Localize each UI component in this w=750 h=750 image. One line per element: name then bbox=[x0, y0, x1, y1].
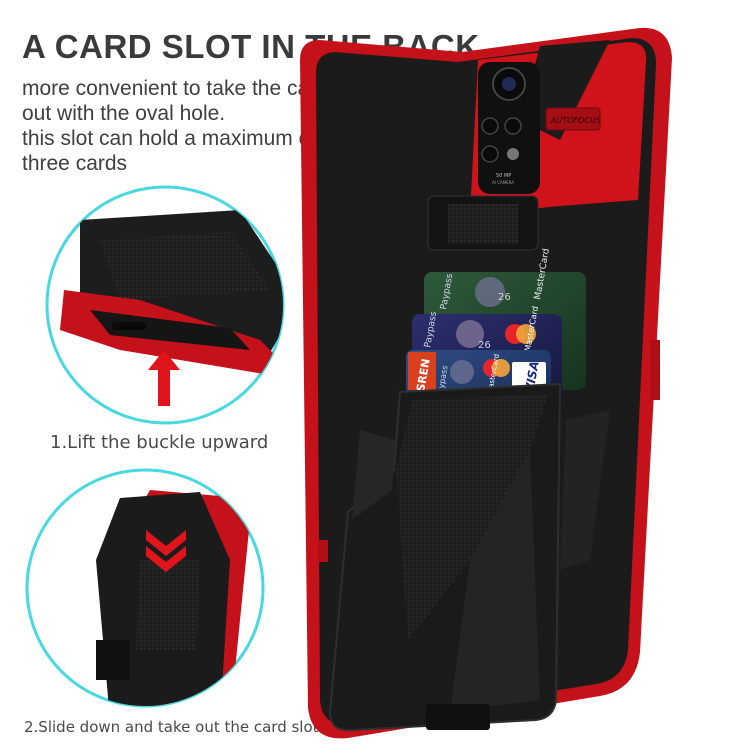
description-line: three cards bbox=[22, 152, 128, 175]
camera-label-top: 50 MP bbox=[496, 173, 511, 179]
closeup-edge bbox=[90, 310, 250, 350]
closeup-port bbox=[112, 322, 146, 330]
arrow-up-icon bbox=[148, 350, 180, 406]
closeup2-buckle bbox=[96, 640, 130, 680]
lid-rib bbox=[450, 450, 540, 712]
step-1-caption: 1.Lift the buckle upward bbox=[50, 432, 269, 453]
card-number-b: 26 bbox=[478, 340, 491, 351]
side-rail-left bbox=[352, 430, 396, 520]
autofocus-badge bbox=[545, 107, 601, 131]
phone-case: 50 MP AI CAMERA AUTOFOCUS 26 Paypass Mas… bbox=[300, 27, 672, 739]
side-button-right bbox=[650, 340, 660, 400]
card-hologram-a bbox=[475, 277, 505, 307]
step-2-caption: 2.Slide down and take out the card slot bbox=[24, 718, 319, 736]
camera-lens-2 bbox=[481, 117, 499, 135]
chevron-down-icon bbox=[146, 530, 186, 556]
chevron-down-icon-2 bbox=[146, 546, 186, 572]
mastercard-orange-icon bbox=[516, 324, 536, 344]
side-rail-right bbox=[560, 410, 610, 570]
autofocus-label: AUTOFOCUS bbox=[550, 116, 601, 125]
lens-glass-icon bbox=[502, 77, 516, 91]
closeup2-texture bbox=[136, 560, 200, 650]
detail-circle-1 bbox=[45, 185, 285, 425]
description-line: out with the oval hole. bbox=[22, 102, 226, 125]
closeup-texture bbox=[100, 232, 270, 300]
camera-label-bottom: AI CAMERA bbox=[492, 180, 514, 185]
mastercard-orange-icon-2 bbox=[492, 359, 510, 377]
card-hologram-c bbox=[450, 360, 474, 384]
kickstand-texture bbox=[448, 204, 518, 244]
description-line: more convenient to take the card bbox=[22, 77, 328, 100]
buckle-tab bbox=[426, 704, 490, 730]
detail-circle-2 bbox=[25, 468, 265, 708]
card-bank-stripe bbox=[408, 352, 436, 390]
card-hologram-b bbox=[456, 320, 484, 348]
card-bank-text: SREN bbox=[414, 358, 433, 393]
card-stack: 26 Paypass MasterCard 26 Paypass MasterC… bbox=[406, 248, 586, 420]
side-button-left bbox=[318, 540, 328, 562]
description-line: this slot can hold a maximum of bbox=[22, 127, 317, 150]
camera-lens-4 bbox=[481, 145, 499, 163]
description: more convenient to take the card out wit… bbox=[22, 76, 422, 176]
flash-icon bbox=[507, 148, 519, 160]
panel-stripe bbox=[520, 40, 610, 140]
lid-texture bbox=[396, 394, 548, 640]
card-number-a: 26 bbox=[498, 292, 511, 303]
camera-lens-3 bbox=[504, 117, 522, 135]
